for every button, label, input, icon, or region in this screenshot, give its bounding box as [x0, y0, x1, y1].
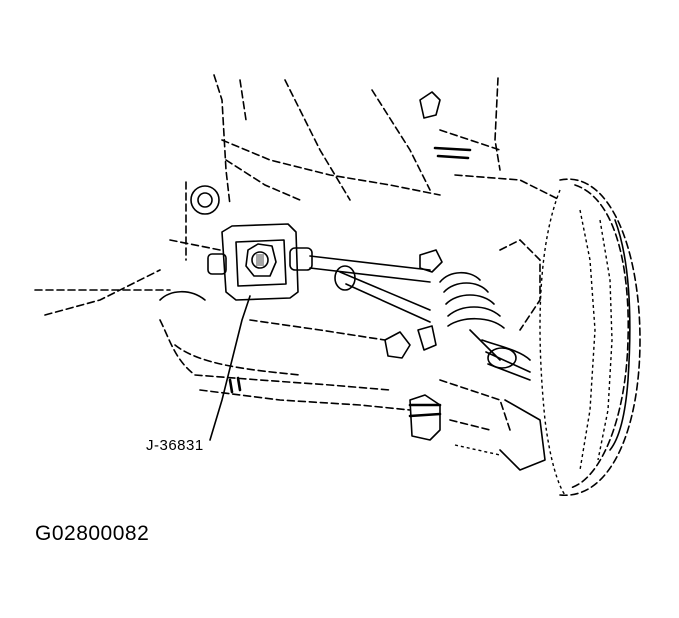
steering-boot [439, 271, 531, 381]
frame-rail [213, 74, 501, 206]
puller-tool [207, 223, 313, 301]
upper-bracket [419, 91, 561, 201]
callout-leader [209, 295, 251, 441]
tool-callout-label: J-36831 [146, 437, 204, 454]
steering-knuckle [384, 239, 546, 471]
brake-rotor [539, 178, 641, 496]
control-arm [34, 269, 411, 411]
mount-bolt [169, 181, 221, 261]
figure-id: G02800082 [35, 522, 150, 545]
tie-rod [309, 249, 443, 323]
